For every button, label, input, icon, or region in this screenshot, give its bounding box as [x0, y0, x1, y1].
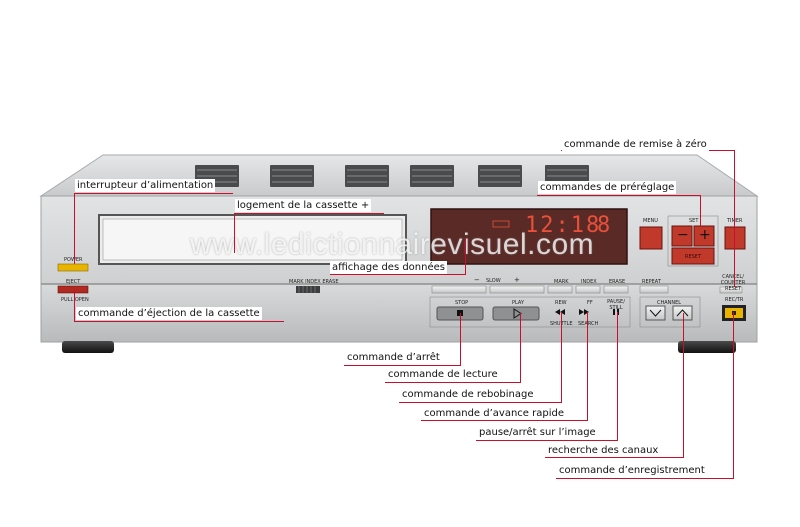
transport-panel [429, 296, 631, 328]
power-switch [57, 263, 89, 272]
label-record: commande d’enregistrement [557, 464, 707, 477]
preset-frame [667, 215, 719, 267]
label-cassette: logement de la cassette + [235, 199, 372, 212]
label-power: interrupteur d’alimentation [75, 179, 216, 192]
rec-tr-text: REC/TR [725, 297, 744, 303]
channel-text: CHANNEL [657, 300, 682, 306]
stop-text: STOP [455, 300, 469, 306]
erase-text: ERASE [609, 279, 626, 285]
power-text: POWER [64, 257, 83, 263]
label-play: commande de lecture [386, 368, 500, 381]
leader-record [556, 478, 734, 479]
label-pause: pause/arrêt sur l’image [477, 426, 598, 439]
play-button [492, 306, 540, 321]
leader-eject [74, 321, 284, 322]
channel-frame [639, 296, 701, 328]
eject-button [57, 285, 89, 294]
index-text: INDEX [581, 279, 597, 285]
reset-text: RESET [685, 254, 702, 260]
preset-minus-button [671, 225, 693, 247]
preset-minus-glyph: − [677, 227, 689, 243]
label-channel: recherche des canaux [546, 444, 661, 457]
search-text: SEARCH [578, 321, 599, 327]
ff-text: FF [587, 300, 593, 306]
slow-minus-text: − [474, 276, 480, 284]
label-ffwd: commande d’avance rapide [422, 407, 566, 420]
channel-down-button [645, 305, 666, 321]
preset-plus-glyph: + [699, 227, 711, 243]
leader-pause [476, 440, 618, 441]
rewind-symbol [555, 309, 560, 315]
display-time: 12:18 [525, 213, 602, 238]
display-channel: 8 [597, 213, 611, 238]
rew-text: REW [555, 300, 567, 306]
preset-plus-button [693, 225, 715, 247]
repeat-text: REPEAT [642, 279, 661, 285]
slow-plus-text: + [514, 276, 520, 284]
mark-index-erase-text: MARK INDEX ERASE [289, 279, 339, 285]
channel-up-button [672, 305, 693, 321]
leader-power [74, 193, 233, 194]
timer-button [724, 226, 746, 250]
cancel-counter-reset-text: CANCEL/ COUNTER RESET [720, 274, 746, 292]
mark-text: MARK [554, 279, 569, 285]
mark-index-erase-switch [296, 286, 320, 293]
watermark: www.ledictionnairevisuel.com [190, 228, 595, 261]
label-eject: commande d’éjection de la cassette [76, 307, 262, 320]
leader-play [385, 382, 521, 383]
pause-still-text: PAUSE/ STILL [607, 299, 625, 311]
menu-button [639, 226, 663, 250]
function-key-row [431, 285, 669, 294]
label-stop: commande d’arrêt [345, 351, 442, 364]
label-reset: commande de remise à zéro [562, 138, 709, 151]
fast-forward-symbol [579, 309, 584, 315]
counter-reset-button [719, 286, 743, 294]
set-text: SET [689, 218, 699, 224]
eject-text: EJECT [66, 279, 81, 285]
label-rewind: commande de rebobinage [400, 388, 536, 401]
right-foot [678, 341, 736, 353]
reset-button [671, 247, 715, 265]
leader-rewind [399, 402, 562, 403]
leader-preset [537, 195, 701, 196]
label-display: affichage des données [330, 261, 447, 274]
play-text: PLAY [512, 300, 525, 306]
leader-cassette [234, 213, 384, 214]
slow-text: SLOW [486, 278, 501, 284]
pause-symbol [613, 309, 615, 315]
menu-text: MENU [643, 218, 658, 224]
left-foot [62, 341, 114, 353]
leader-ffwd [421, 420, 588, 421]
leader-stop [344, 365, 461, 366]
leader-channel [545, 457, 684, 458]
leader-display [330, 274, 466, 275]
label-preset: commandes de préréglage [538, 181, 677, 194]
display-window [430, 208, 628, 265]
